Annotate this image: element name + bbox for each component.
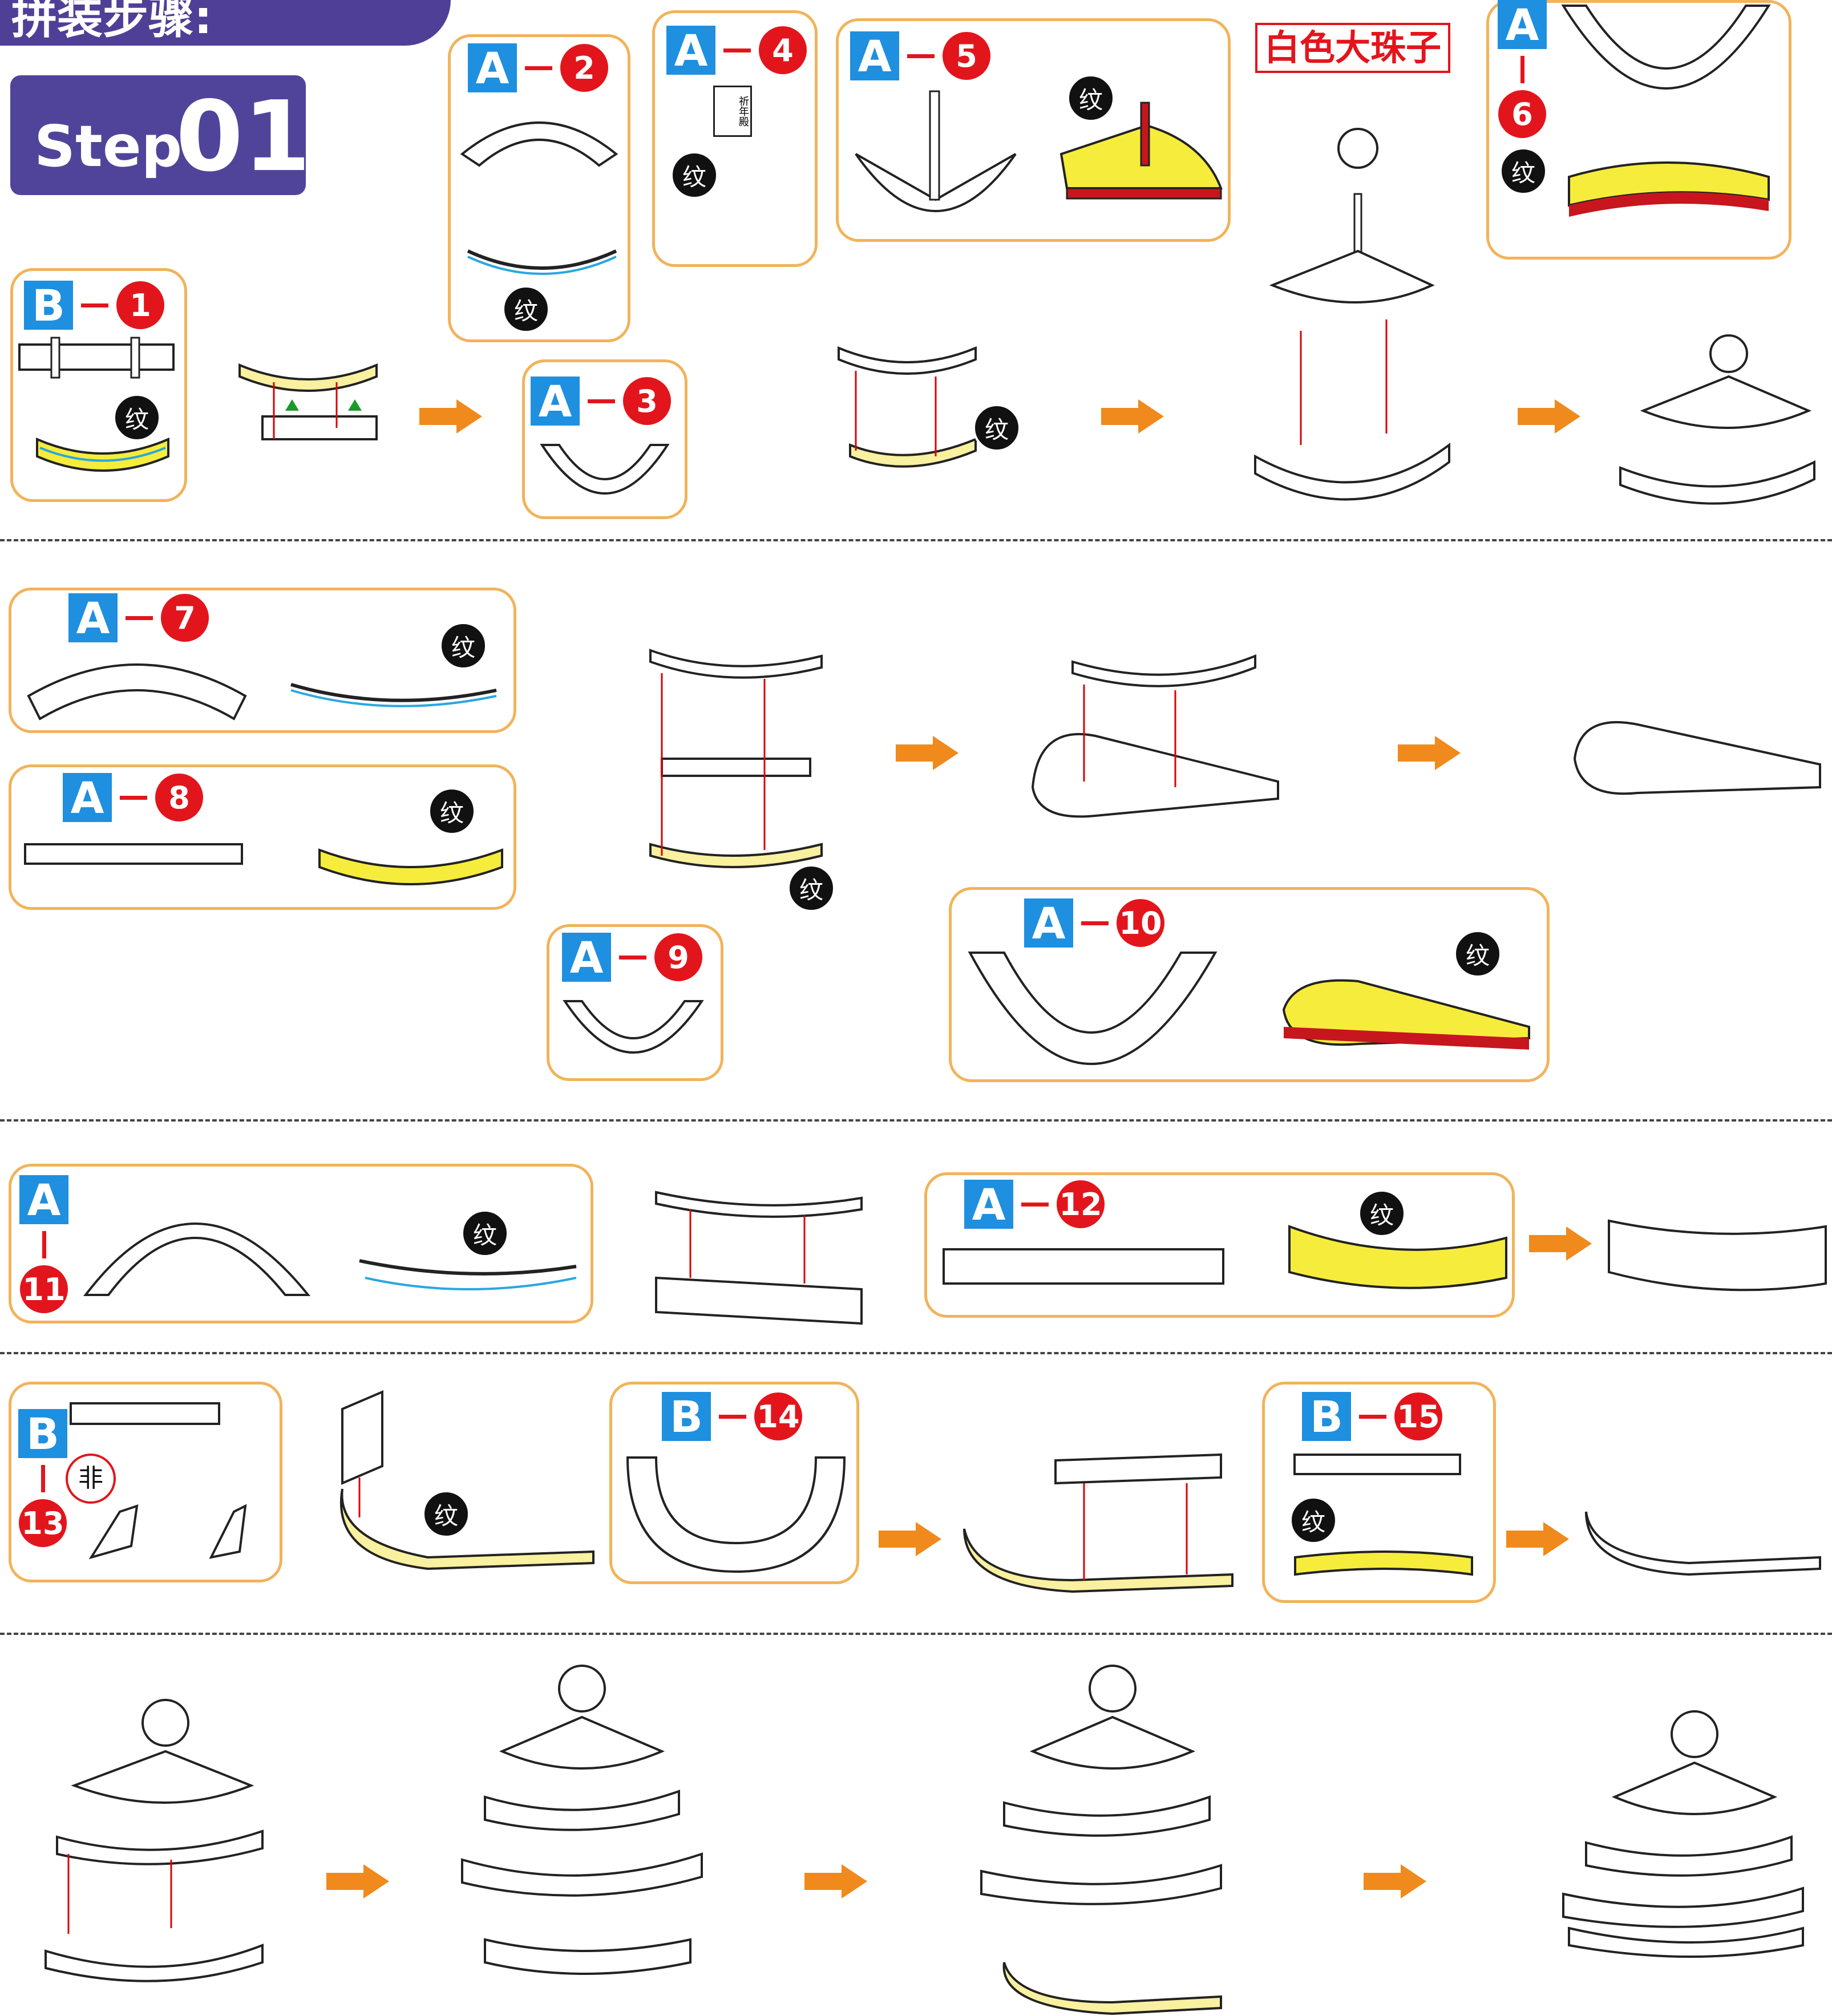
part-a8-folded [318, 848, 503, 885]
part-b15 [1293, 1454, 1461, 1475]
part-b14 [626, 1456, 846, 1573]
texture-badge: 纹 [1499, 147, 1547, 195]
flow-arrow [419, 399, 482, 434]
tower-stage-2 [461, 1665, 703, 1975]
step-number: 01 [176, 80, 311, 193]
part-a3 [540, 444, 670, 495]
assembly-2 [838, 346, 977, 468]
part-a12 [943, 1248, 1224, 1285]
texture-badge: 纹 [973, 404, 1021, 452]
assembly-6 [339, 1390, 595, 1570]
texture-badge: 纹 [1067, 74, 1115, 122]
flow-arrow [1518, 399, 1580, 434]
part-a5 [855, 90, 1017, 212]
part-a6-folded [1568, 161, 1770, 217]
callout-a12 [924, 1172, 1515, 1318]
assembly-4 [1031, 654, 1279, 818]
flow-arrow [896, 736, 959, 770]
part-a7 [27, 663, 247, 720]
tower-stage-4 [1562, 1710, 1804, 1958]
non-mark: 非 [66, 1454, 116, 1504]
step-word: Step [34, 113, 183, 180]
part-a11 [83, 1222, 311, 1296]
tower-stage-3 [980, 1665, 1222, 2015]
texture-badge: 纹 [1358, 1189, 1406, 1237]
tower-assembly-1-done [1619, 334, 1815, 505]
assembly-1 [238, 363, 378, 440]
flow-arrow [1398, 736, 1461, 770]
part-b1-curved [36, 437, 169, 472]
flow-arrow [326, 1864, 389, 1898]
callout-a5 [836, 18, 1231, 242]
texture-badge: 纹 [1454, 930, 1502, 978]
flow-arrow [1101, 399, 1164, 434]
part-a8 [24, 843, 243, 865]
assembly-3 [649, 649, 823, 868]
white-bead-label: 白色大珠子 [1255, 23, 1451, 73]
texture-badge: 纹 [422, 1490, 470, 1538]
separator [0, 1119, 1832, 1122]
part-a5-folded [1059, 102, 1223, 200]
step-badge: Step 01 [10, 75, 311, 195]
tower-stage-1 [45, 1699, 264, 1982]
assembly-7-done [1585, 1511, 1821, 1576]
part-a9 [563, 1000, 704, 1054]
part-a10-folded [1282, 979, 1530, 1050]
part-a10 [968, 952, 1218, 1065]
texture-badge: 纹 [787, 864, 835, 912]
flow-arrow [1506, 1522, 1569, 1556]
part-b15-folded [1294, 1551, 1473, 1576]
separator [0, 1633, 1832, 1635]
tower-assembly-1 [1254, 128, 1450, 501]
part-a2-folded [467, 249, 617, 275]
assembly-5 [655, 1191, 863, 1325]
flow-arrow [804, 1864, 867, 1898]
assembly-4-done [1573, 721, 1821, 795]
part-a2 [460, 122, 618, 167]
texture-badge: 纹 [1289, 1496, 1337, 1544]
texture-badge: 纹 [439, 622, 487, 670]
texture-badge: 纹 [502, 285, 550, 333]
texture-badge: 纹 [113, 394, 161, 442]
part-b13 [70, 1402, 220, 1425]
texture-badge: 纹 [670, 151, 718, 199]
plaque: 祈年殿 [713, 86, 752, 137]
flow-arrow [879, 1522, 941, 1556]
part-a12-folded [1288, 1225, 1507, 1289]
flow-arrow [1529, 1226, 1592, 1261]
part-a11-folded [359, 1259, 577, 1290]
section-title: 拼装步骤: [11, 0, 212, 44]
part-a7-folded [290, 683, 497, 707]
part-a6 [1561, 5, 1771, 90]
texture-badge: 纹 [461, 1209, 509, 1257]
section-header-tab: 拼装步骤: [0, 0, 451, 46]
texture-badge: 纹 [428, 787, 476, 835]
separator [0, 539, 1832, 541]
assembly-7 [963, 1453, 1234, 1593]
separator [0, 1352, 1832, 1354]
part-b1-flat [18, 337, 175, 379]
part-b13-bent [88, 1504, 247, 1560]
flow-arrow [1364, 1864, 1426, 1898]
assembly-5-done [1608, 1219, 1827, 1292]
